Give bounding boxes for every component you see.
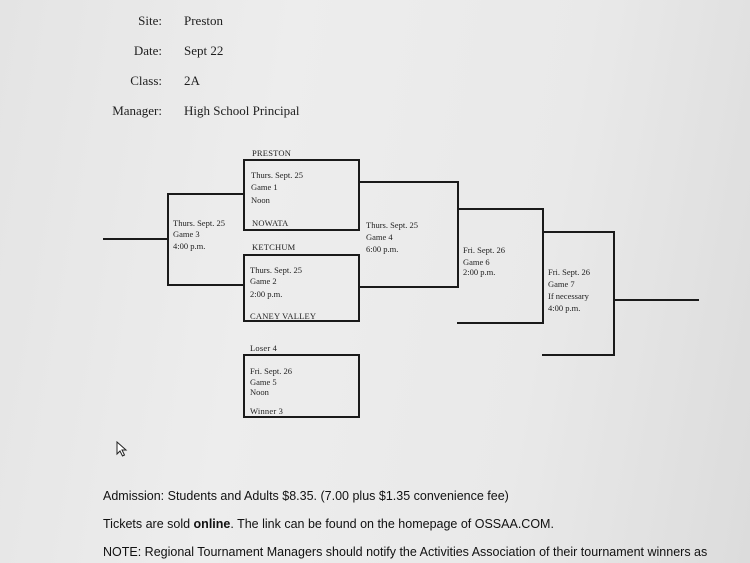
game-4-time: 6:00 p.m. (366, 244, 399, 254)
game-5-date: Fri. Sept. 26 (250, 366, 293, 376)
game-7-note: If necessary (548, 291, 589, 301)
game-3-time: 4:00 p.m. (173, 241, 206, 251)
loser-4-label: Loser 4 (250, 343, 278, 353)
game-5-time: Noon (250, 387, 269, 397)
game-6-date: Fri. Sept. 26 (463, 245, 506, 255)
game-6-time: 2:00 p.m. (463, 267, 496, 277)
tickets-text-pre: Tickets are sold (103, 517, 194, 531)
game-4-date: Thurs. Sept. 25 (366, 220, 418, 230)
game-7-number: Game 7 (548, 279, 575, 289)
game-1-time: Noon (251, 195, 270, 205)
game-3-date: Thurs. Sept. 25 (173, 218, 225, 228)
admission-text: Admission: Students and Adults $8.35. (7… (103, 489, 509, 503)
game-1-number: Game 1 (251, 182, 278, 192)
tickets-text: Tickets are sold online. The link can be… (103, 517, 554, 531)
game-7-time: 4:00 p.m. (548, 303, 581, 313)
game-2-number: Game 2 (250, 276, 277, 286)
game-3-number: Game 3 (173, 229, 200, 239)
game-6-number: Game 6 (463, 257, 490, 267)
game-5-number: Game 5 (250, 377, 277, 387)
game-7-date: Fri. Sept. 26 (548, 267, 591, 277)
tickets-text-post: . The link can be found on the homepage … (230, 517, 554, 531)
note-text: NOTE: Regional Tournament Managers shoul… (103, 545, 708, 559)
game-2-time: 2:00 p.m. (250, 289, 283, 299)
team-caney-valley: CANEY VALLEY (250, 311, 317, 321)
date-label: Date: (133, 43, 162, 58)
mouse-pointer-icon (116, 440, 128, 462)
class-value: 2A (184, 73, 200, 88)
site-label: Site: (138, 13, 162, 28)
winner-3-label: Winner 3 (250, 406, 284, 416)
game-2-date: Thurs. Sept. 25 (250, 265, 302, 275)
manager-value: High School Principal (184, 103, 300, 118)
class-label: Class: (130, 73, 162, 88)
team-nowata: NOWATA (252, 218, 289, 228)
game-1-date: Thurs. Sept. 25 (251, 170, 303, 180)
team-preston: PRESTON (252, 148, 292, 158)
game-4-number: Game 4 (366, 232, 393, 242)
site-value: Preston (184, 13, 223, 28)
manager-label: Manager: (112, 103, 162, 118)
date-value: Sept 22 (184, 43, 224, 58)
tickets-online: online (193, 517, 231, 531)
team-ketchum: KETCHUM (252, 242, 296, 252)
